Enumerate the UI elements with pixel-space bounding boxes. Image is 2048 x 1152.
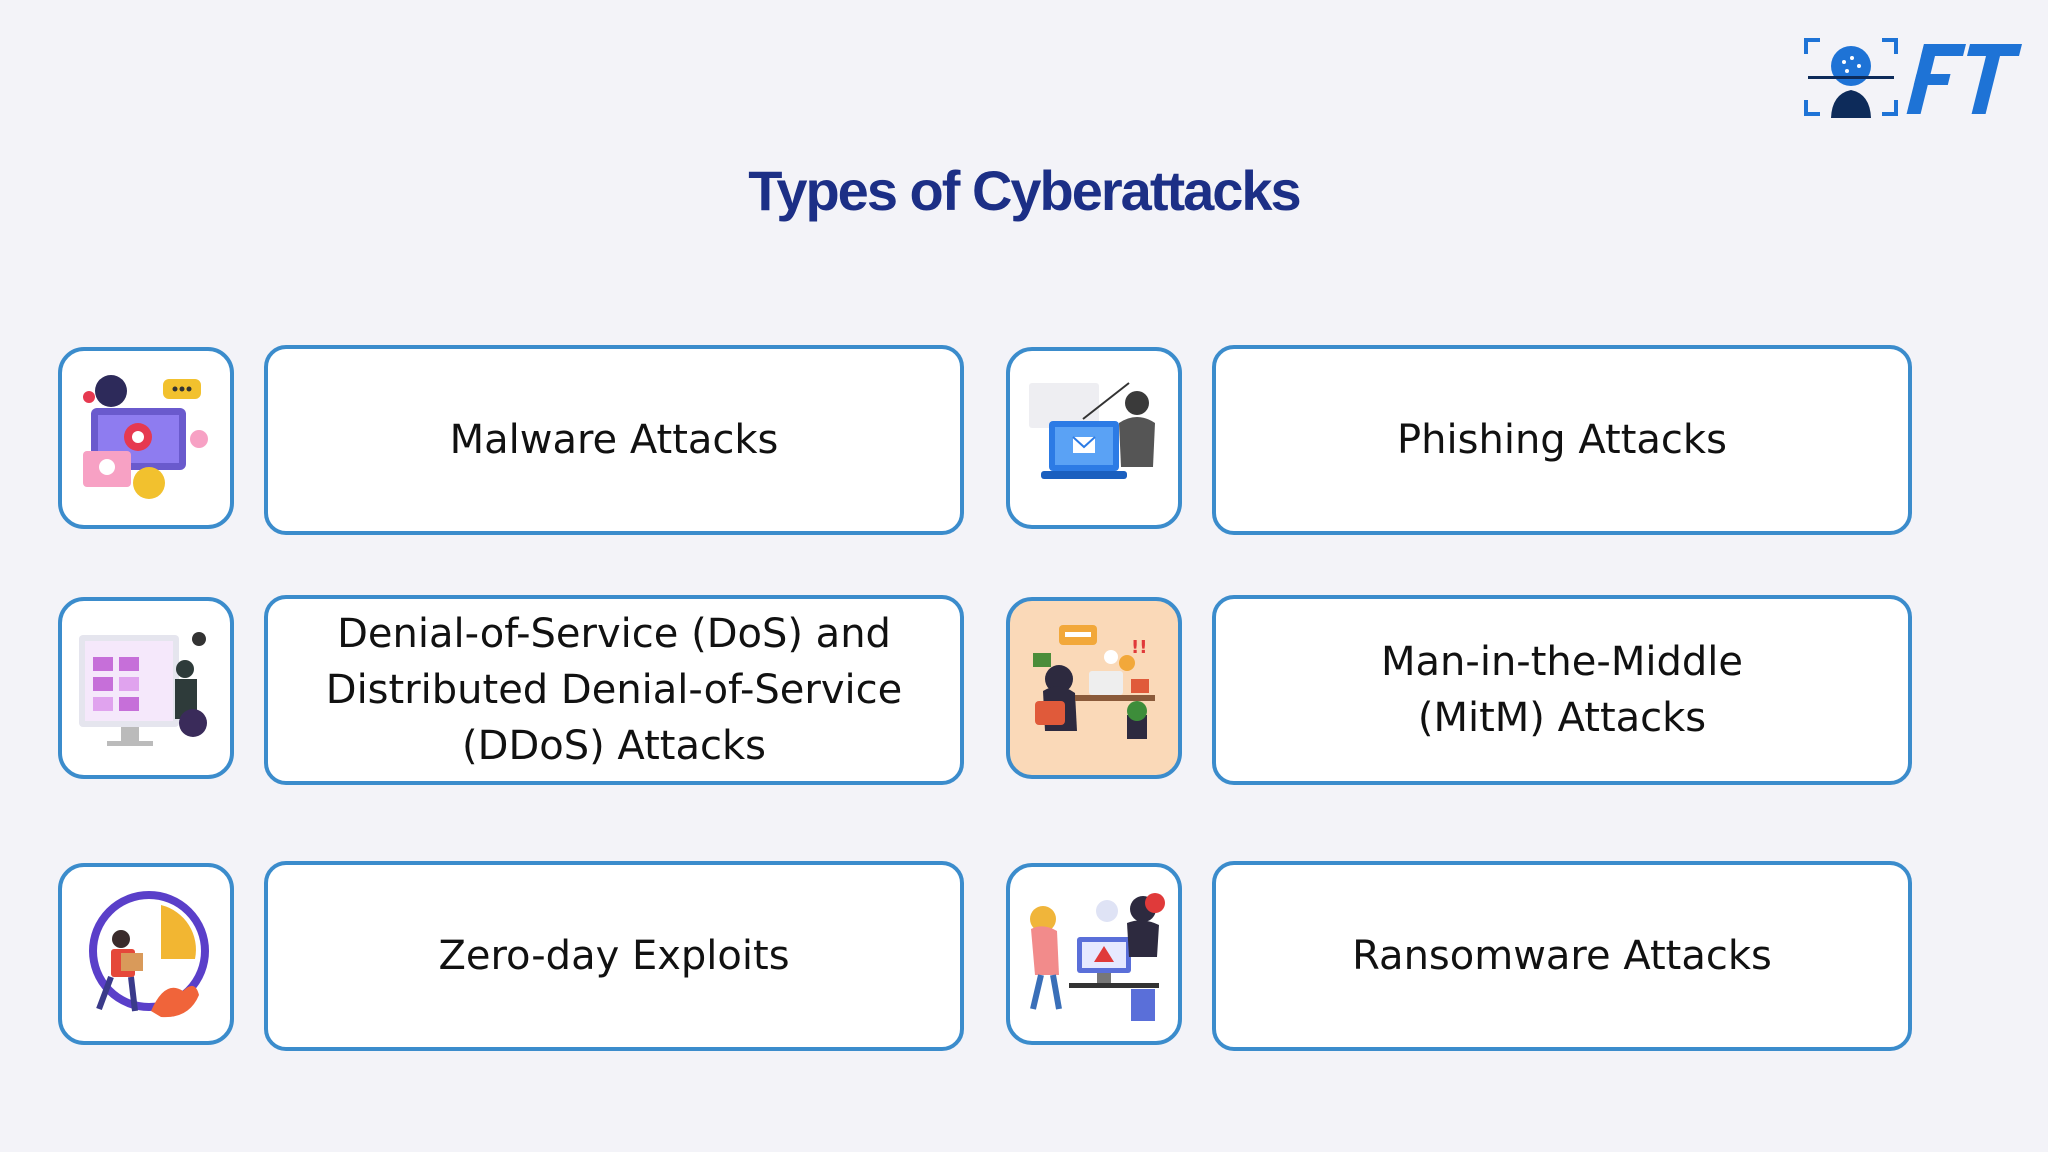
svg-text:!!: !! (1131, 637, 1147, 658)
ddos-server-icon (58, 597, 234, 779)
zero-day-chart-icon (58, 863, 234, 1045)
page-title: Types of Cyberattacks (748, 159, 1301, 222)
card-zero-day-exploits[interactable]: Zero-day Exploits (264, 861, 964, 1051)
phishing-laptop-icon (1006, 347, 1182, 529)
card-mitm-attacks[interactable]: Man-in-the-Middle (MitM) Attacks (1212, 595, 1912, 785)
face-scan-logo-icon (1804, 38, 2023, 118)
card-phishing-attacks[interactable]: Phishing Attacks (1212, 345, 1912, 535)
card-label: Malware Attacks (449, 417, 779, 463)
malware-hacker-icon (58, 347, 234, 529)
card-label: Ransomware Attacks (1352, 933, 1772, 979)
brand-logo: FT (1802, 36, 2028, 118)
card-ddos-attacks[interactable]: Denial-of-Service (DoS) and Distributed … (264, 595, 964, 785)
card-ransomware-attacks[interactable]: Ransomware Attacks (1212, 861, 1912, 1051)
ransomware-office-icon (1006, 863, 1182, 1045)
card-label: Zero-day Exploits (438, 933, 790, 979)
card-malware-attacks[interactable]: Malware Attacks (264, 345, 964, 535)
card-label: Denial-of-Service (DoS) and Distributed … (325, 611, 903, 769)
mitm-hacker-desk-icon: !! (1006, 597, 1182, 779)
card-label: Phishing Attacks (1397, 417, 1727, 463)
card-label: Man-in-the-Middle (MitM) Attacks (1381, 639, 1743, 741)
